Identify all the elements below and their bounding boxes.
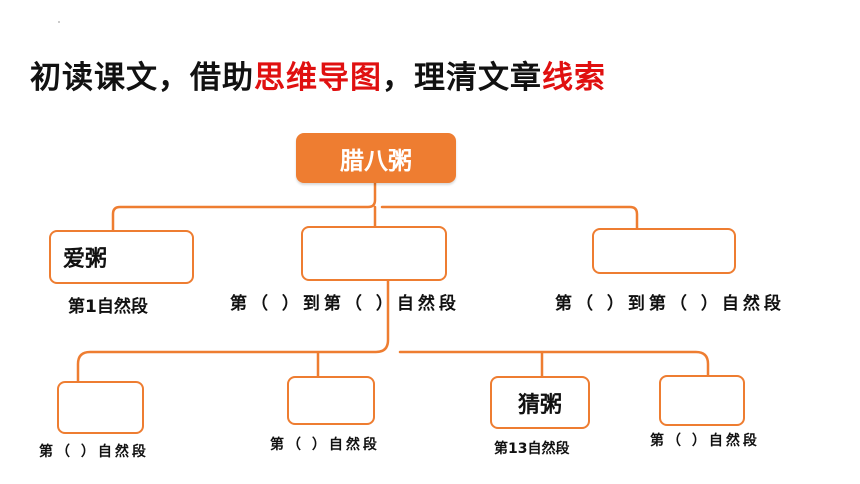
node-label: 爱粥 bbox=[63, 247, 108, 272]
level1-caption-1: 第1自然段 bbox=[68, 297, 148, 317]
page-title: 初读课文，借助思维导图，理清文章线索 bbox=[30, 52, 606, 97]
level1-caption-2: 第（ ）到第（ ）自然段 bbox=[230, 294, 460, 314]
level1-node-3[interactable] bbox=[592, 228, 736, 274]
level1-node-2[interactable] bbox=[301, 226, 447, 281]
level2-node-3: 猜粥 bbox=[490, 376, 590, 429]
level2-node-1[interactable] bbox=[57, 381, 144, 434]
branch-connector bbox=[76, 279, 710, 383]
root-node: 腊八粥 bbox=[296, 133, 456, 183]
level2-caption-3: 第13自然段 bbox=[494, 441, 570, 457]
title-part-2: ，理清文章 bbox=[382, 60, 542, 96]
title-highlight-mindmap: 思维导图 bbox=[254, 60, 382, 96]
corner-dot bbox=[58, 21, 60, 23]
level2-caption-2: 第（ ）自然段 bbox=[270, 437, 380, 453]
root-connector bbox=[111, 181, 639, 232]
node-label: 猜粥 bbox=[517, 392, 562, 418]
level2-node-4[interactable] bbox=[659, 375, 745, 426]
level1-caption-3: 第（ ）到第（ ）自然段 bbox=[555, 294, 785, 314]
title-highlight-clue: 线索 bbox=[542, 60, 606, 96]
title-part-1: 初读课文，借助 bbox=[30, 60, 254, 96]
level2-caption-4: 第（ ）自然段 bbox=[650, 433, 760, 449]
level2-caption-1: 第（ ）自然段 bbox=[39, 444, 149, 460]
level2-node-2[interactable] bbox=[287, 376, 375, 425]
level1-node-1: 爱粥 bbox=[49, 230, 194, 284]
